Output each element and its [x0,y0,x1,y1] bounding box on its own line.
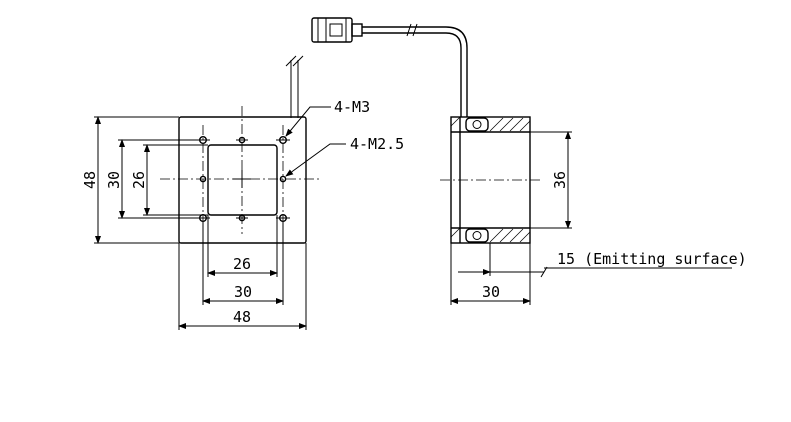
cable [362,23,468,117]
horizontal-dimensions [178,215,307,330]
dim-width-outer: 48 [233,308,251,326]
dim-height-outer: 48 [81,171,99,189]
dim-diameter: 36 [551,171,569,189]
dim-height-inner: 26 [130,171,148,189]
m3-leader [285,106,331,137]
dim-width-mid: 30 [234,283,252,301]
side-screws [465,117,489,243]
diameter-dimension [530,131,572,229]
cable-connector [311,17,363,43]
m2-5-leader [285,143,346,177]
emitting-surface-label: 15 (Emitting surface) [557,250,747,268]
dim-width-inner: 26 [233,255,251,273]
side-view: 36 15 (Emitting surface) 30 [311,17,747,305]
emitting-surface-dimension [450,243,732,305]
dim-height-mid: 30 [105,171,123,189]
vertical-dimensions [94,116,208,244]
length-dimension [450,243,531,305]
front-view: 4-M3 4-M2.5 48 30 26 [81,55,404,330]
m3-callout-label: 4-M3 [334,98,370,116]
m2-5-holes [199,136,287,222]
housing-hatching [450,116,531,243]
base-plate-outline [178,116,307,244]
dim-length: 30 [482,283,500,301]
front-cable-stub [285,55,304,118]
m2-5-callout-label: 4-M2.5 [350,135,404,153]
